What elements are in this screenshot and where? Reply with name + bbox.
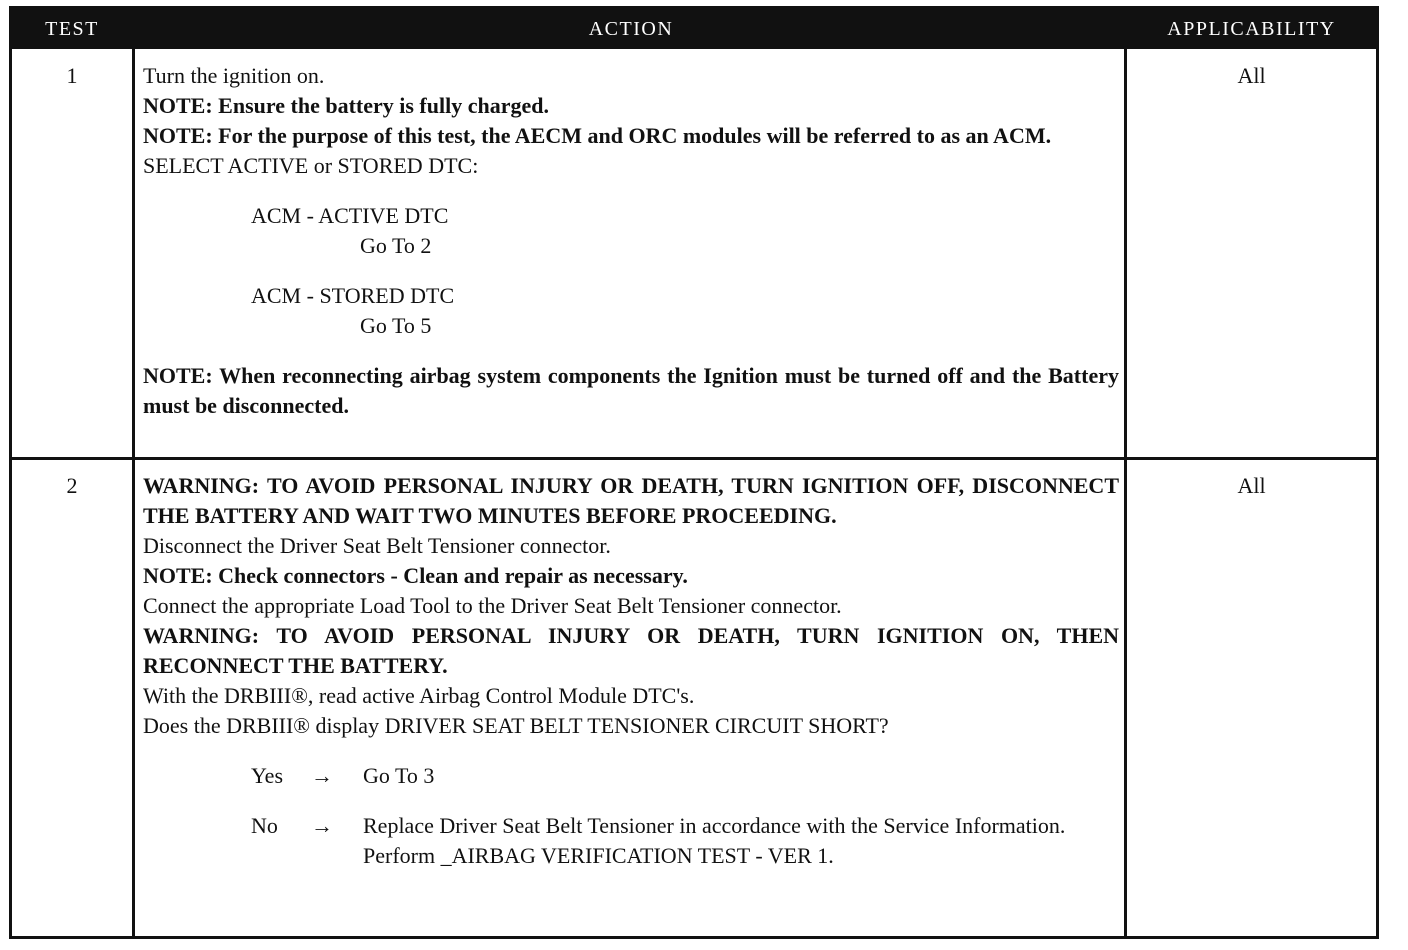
header-applicability: APPLICABILITY bbox=[1167, 18, 1336, 40]
row-divider bbox=[12, 457, 1376, 460]
test-number: 2 bbox=[66, 473, 78, 498]
header-test: TEST bbox=[45, 18, 99, 40]
note-line: NOTE: When reconnecting airbag system co… bbox=[143, 363, 1119, 418]
answer-label: Yes bbox=[251, 763, 284, 788]
column-divider bbox=[132, 49, 135, 936]
goto-line: Go To 2 bbox=[360, 233, 432, 258]
note-line: NOTE: For the purpose of this test, the … bbox=[143, 123, 1052, 148]
test-action: WARNING: TO AVOID PERSONAL INJURY OR DEA… bbox=[143, 471, 1119, 871]
note-line: NOTE: Ensure the battery is fully charge… bbox=[143, 93, 549, 118]
test-action: Turn the ignition on. NOTE: Ensure the b… bbox=[143, 61, 1119, 421]
test-number: 1 bbox=[66, 63, 78, 88]
action-line: SELECT ACTIVE or STORED DTC: bbox=[143, 153, 479, 178]
answer-yes: Yes → Go To 3 bbox=[143, 761, 1119, 791]
column-divider bbox=[1124, 49, 1127, 936]
table-header: TEST ACTION APPLICABILITY bbox=[12, 9, 1376, 49]
note-line: NOTE: Check connectors - Clean and repai… bbox=[143, 563, 688, 588]
option-stored-dtc: ACM - STORED DTC bbox=[251, 283, 455, 308]
answer-text: Replace Driver Seat Belt Tensioner in ac… bbox=[363, 811, 1119, 871]
warning-line: WARNING: TO AVOID PERSONAL INJURY OR DEA… bbox=[143, 623, 1119, 678]
arrow-right-icon: → bbox=[311, 813, 333, 838]
action-line: Turn the ignition on. bbox=[143, 63, 325, 88]
applicability-value: All bbox=[1237, 473, 1266, 498]
action-line: Connect the appropriate Load Tool to the… bbox=[143, 593, 842, 618]
diagnostic-table: TEST ACTION APPLICABILITY 1 All Turn the… bbox=[9, 6, 1379, 939]
warning-line: WARNING: TO AVOID PERSONAL INJURY OR DEA… bbox=[143, 473, 1119, 528]
answer-text: Go To 3 bbox=[363, 763, 435, 788]
action-line: Disconnect the Driver Seat Belt Tensione… bbox=[143, 533, 611, 558]
question-line: Does the DRBIII® display DRIVER SEAT BEL… bbox=[143, 713, 889, 738]
option-active-dtc: ACM - ACTIVE DTC bbox=[251, 203, 449, 228]
applicability-value: All bbox=[1237, 63, 1266, 88]
arrow-right-icon: → bbox=[311, 763, 333, 788]
answer-label: No bbox=[251, 813, 278, 838]
header-action: ACTION bbox=[588, 18, 674, 40]
answer-no: No → Replace Driver Seat Belt Tensioner … bbox=[143, 811, 1119, 871]
action-line: With the DRBIII®, read active Airbag Con… bbox=[143, 683, 695, 708]
answer-text-line: Perform _AIRBAG VERIFICATION TEST - VER … bbox=[363, 843, 834, 868]
answer-text-line: Replace Driver Seat Belt Tensioner in ac… bbox=[363, 813, 1066, 838]
goto-line: Go To 5 bbox=[360, 313, 432, 338]
